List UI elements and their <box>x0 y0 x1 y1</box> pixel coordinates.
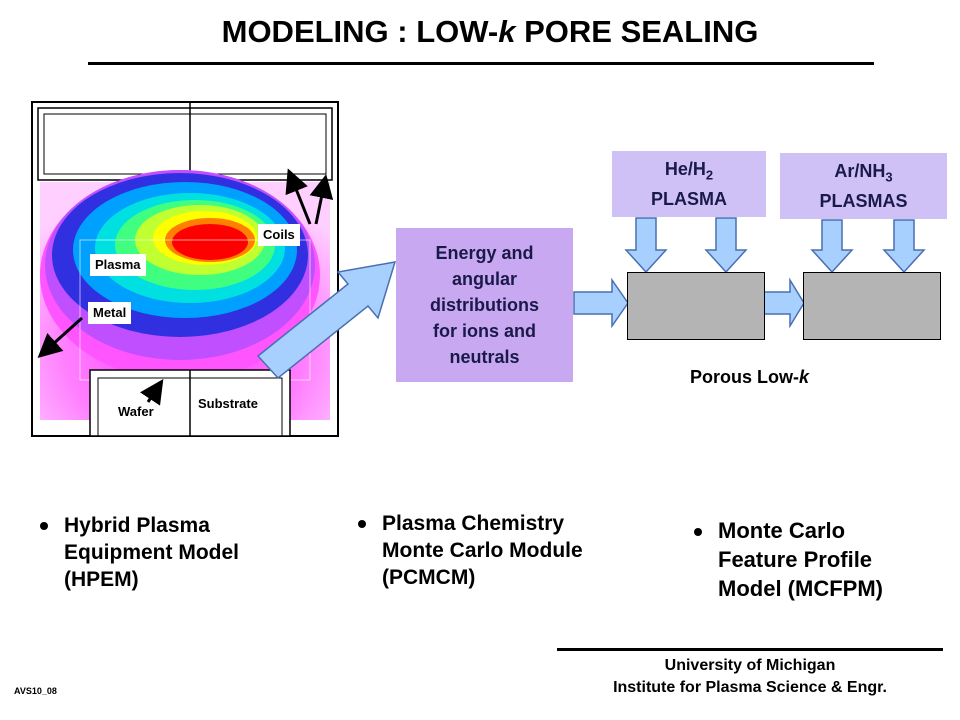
down-arrow-he-right <box>704 217 748 274</box>
low-k-block-2 <box>803 272 941 340</box>
arrow-to-second-block <box>763 277 805 329</box>
page-title: MODELING : LOW-k PORE SEALING <box>221 14 759 49</box>
bullet-pcmcm: Plasma Chemistry Monte Carlo Module (PCM… <box>358 510 658 591</box>
bullet-hpem: Hybrid Plasma Equipment Model (HPEM) <box>40 512 320 593</box>
low-k-block-1 <box>627 272 765 340</box>
he-h2-plasma-box: He/H2 PLASMA <box>612 151 766 217</box>
wafer-label: Wafer <box>118 404 154 419</box>
bullet-dot <box>40 522 48 530</box>
energy-distribution-box: Energy and angular distributions for ion… <box>396 228 573 382</box>
big-diagonal-arrow <box>256 261 397 380</box>
plasma-label: Plasma <box>90 254 146 276</box>
arrow-to-first-block <box>573 277 629 329</box>
reactor-simulation-image <box>31 101 339 437</box>
metal-label: Metal <box>88 302 132 324</box>
coils-label: Coils <box>258 224 300 246</box>
substrate-label: Substrate <box>198 396 258 411</box>
footer-affiliation: University of Michigan Institute for Pla… <box>613 657 887 696</box>
footer-rule <box>557 648 943 651</box>
down-arrow-ar-right <box>882 219 926 274</box>
down-arrow-he-left <box>624 217 668 274</box>
title-underline <box>88 62 874 65</box>
slide-tag: AVS10_08 <box>14 686 57 696</box>
bullet-dot <box>694 528 702 536</box>
down-arrow-ar-left <box>810 219 854 274</box>
bullet-mcfpm: Monte Carlo Feature Profile Model (MCFPM… <box>694 516 944 603</box>
porous-low-k-label: Porous Low-k <box>690 367 810 387</box>
ar-nh3-plasma-box: Ar/NH3 PLASMAS <box>780 153 947 219</box>
bullet-dot <box>358 520 366 528</box>
